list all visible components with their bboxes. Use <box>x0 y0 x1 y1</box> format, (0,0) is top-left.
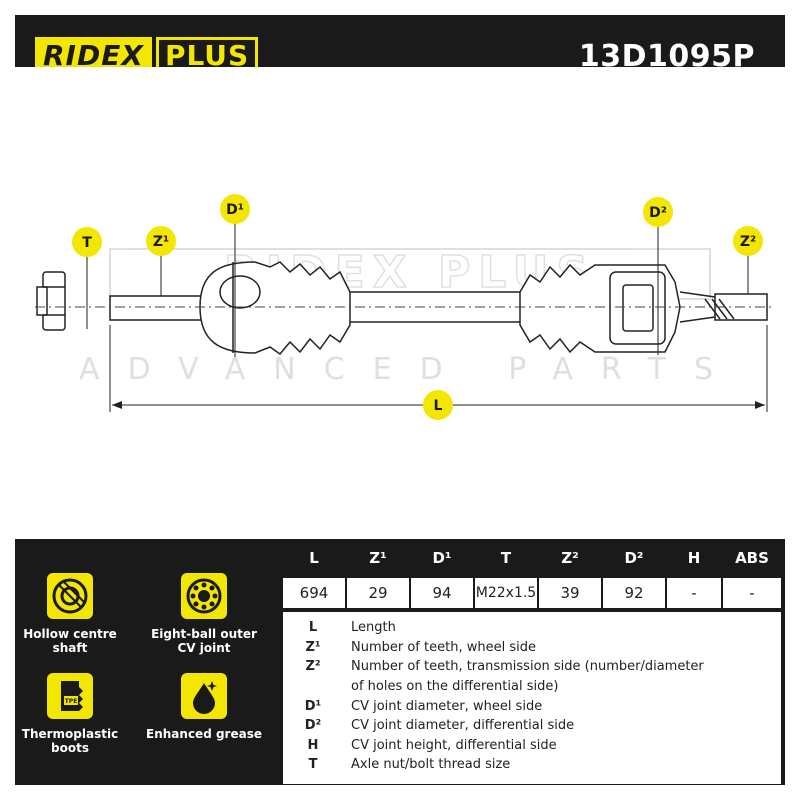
legend-desc: Axle nut/bolt thread size <box>351 757 511 772</box>
dimension-t: T <box>72 227 102 329</box>
dimension-label-t: T <box>82 235 92 251</box>
feature-label: Eight-ball outer CV joint <box>151 627 257 655</box>
drive-shaft-diagram: RIDEX PLUS ADVANCED PARTS <box>35 194 775 420</box>
legend-key: Z² <box>305 659 321 674</box>
watermark-line2: ADVANCED PARTS <box>79 352 741 387</box>
outer-cv-joint <box>199 261 351 356</box>
dimension-z1: Z¹ <box>146 226 176 296</box>
dimension-label-d1: D¹ <box>226 202 244 218</box>
spec-value-z1: 29 <box>347 578 409 608</box>
grease-icon <box>181 673 227 719</box>
feature-label: Thermoplastic boots <box>21 727 119 755</box>
legend-desc: CV joint height, differential side <box>351 738 557 753</box>
technical-drawing: RIDEX PLUS ADVANCED PARTS <box>15 67 785 539</box>
legend-desc: CV joint diameter, wheel side <box>351 699 543 714</box>
dimension-label-d2: D² <box>649 205 667 221</box>
spec-value-z2: 39 <box>539 578 601 608</box>
legend-key: L <box>308 620 318 635</box>
feature-eight-ball-joint: Eight-ball outer CV joint <box>144 573 264 655</box>
legend-desc: CV joint diameter, differential side <box>351 718 575 733</box>
dimension-l: L <box>109 325 768 420</box>
spec-header-z1: Z¹ <box>347 543 409 573</box>
legend-key: H <box>307 738 319 753</box>
legend-key: D¹ <box>304 699 322 714</box>
axle-nut <box>36 271 66 331</box>
spec-header-abs: ABS <box>723 543 781 573</box>
spec-header-h: H <box>667 543 721 573</box>
eight-ball-joint-icon <box>181 573 227 619</box>
spec-header-d1: D¹ <box>411 543 473 573</box>
feature-label: Hollow centre shaft <box>23 627 117 655</box>
dimension-label-l: L <box>434 398 443 414</box>
legend-desc: Length <box>351 620 396 635</box>
dimension-d1: D¹ <box>220 194 250 357</box>
dimension-z2: Z² <box>733 226 763 294</box>
spec-header-t: T <box>475 543 537 573</box>
spec-value-l: 694 <box>283 578 345 608</box>
legend-key: T <box>308 757 318 772</box>
brand-name-ridex: RIDEX <box>35 37 152 75</box>
feature-enhanced-grease: Enhanced grease <box>144 673 264 741</box>
legend-desc: Number of teeth, transmission side (numb… <box>351 659 704 674</box>
spec-value-d1: 94 <box>411 578 473 608</box>
spec-value-t: M22x1.5 <box>475 578 537 608</box>
feature-label: Enhanced grease <box>146 727 262 741</box>
legend: L Length Z¹ Number of teeth, wheel side … <box>283 612 781 784</box>
legend-key: Z¹ <box>305 640 321 655</box>
dimension-d2: D² <box>643 197 673 355</box>
svg-text:TPE: TPE <box>65 698 78 705</box>
spec-header-d2: D² <box>603 543 665 573</box>
dimension-label-z1: Z¹ <box>153 234 169 250</box>
feature-tpe-boots: TPE Thermoplastic boots <box>10 673 130 755</box>
feature-hollow-shaft: Hollow centre shaft <box>10 573 130 655</box>
dimension-label-z2: Z² <box>740 234 756 250</box>
spec-value-abs: - <box>723 578 781 608</box>
legend-desc: Number of teeth, wheel side <box>351 640 536 655</box>
legend-desc: of holes on the differential side) <box>351 679 559 694</box>
inner-cv-joint <box>519 263 716 354</box>
spec-value-d2: 92 <box>603 578 665 608</box>
spec-header-z2: Z² <box>539 543 601 573</box>
spec-header-l: L <box>283 543 345 573</box>
legend-key: D² <box>304 718 322 733</box>
hollow-shaft-icon <box>47 573 93 619</box>
tpe-boot-icon: TPE <box>47 673 93 719</box>
spec-value-h: - <box>667 578 721 608</box>
header: RIDEX PLUS 13D1095P <box>15 15 785 75</box>
